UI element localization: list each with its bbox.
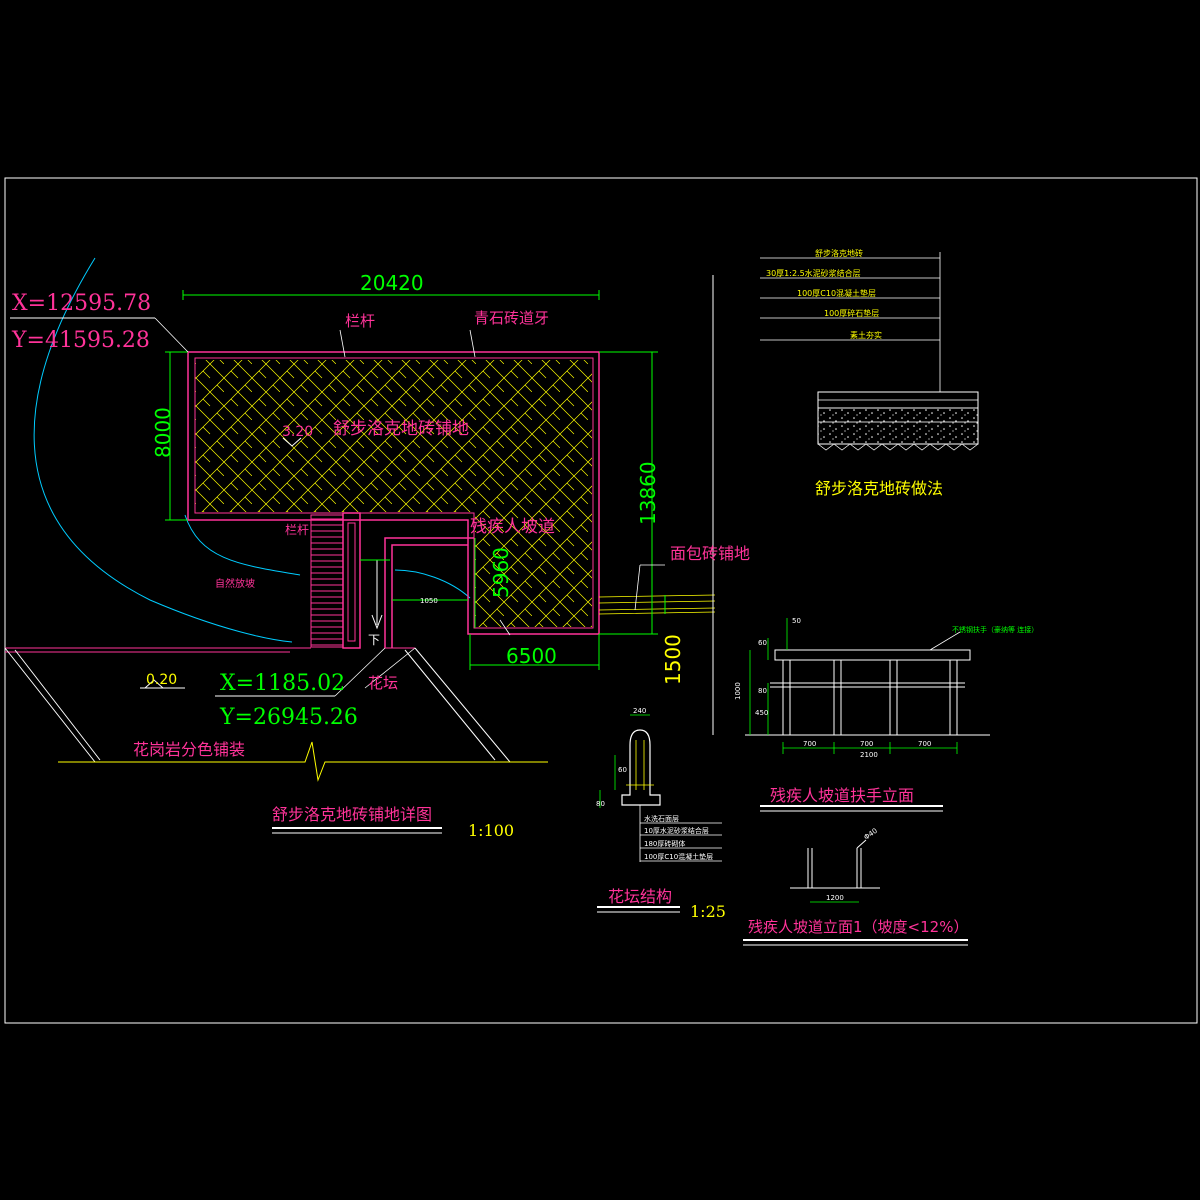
planter-scale: 1:25 bbox=[690, 902, 726, 921]
ramp-elevation: 1200 Φ40 残疾人坡道立面1（坡度<12%） bbox=[743, 827, 968, 946]
planter-dim-top: 240 bbox=[633, 707, 646, 715]
elev-triangle-top bbox=[282, 437, 302, 447]
planter-structure: 240 60 80 水洗石面层 10厚水泥砂浆结合层 180厚砖砌体 100厚C… bbox=[596, 707, 726, 921]
handrail-total: 2100 bbox=[860, 751, 878, 759]
dim-bottom: 6500 bbox=[506, 644, 557, 668]
dim-path: 1500 bbox=[661, 634, 685, 685]
ramp-dim-width: 1200 bbox=[826, 894, 844, 902]
ramp-title: 残疾人坡道立面1（坡度<12%） bbox=[748, 918, 968, 936]
paving-area bbox=[195, 360, 592, 627]
planter-title: 花坛结构 bbox=[608, 887, 672, 906]
plan-scale: 1:100 bbox=[468, 821, 514, 840]
paving-section: 舒步洛克地砖 30厚1:2.5水泥砂浆结合层 100厚C10混凝土垫层 100厚… bbox=[760, 248, 979, 498]
slope-curve-inner bbox=[184, 514, 301, 576]
stairs bbox=[310, 514, 344, 648]
section-layer-2: 30厚1:2.5水泥砂浆结合层 bbox=[766, 268, 861, 278]
planter-layer-3: 180厚砖砌体 bbox=[644, 839, 685, 848]
paving-outline-inner bbox=[194, 357, 594, 629]
planter-profile bbox=[621, 729, 661, 806]
dim-height-left: 8000 bbox=[151, 407, 175, 458]
label-elevation-bottom: 0.20 bbox=[146, 672, 177, 688]
handrail-span-3: 700 bbox=[918, 740, 931, 748]
handrail-title: 残疾人坡道扶手立面 bbox=[770, 786, 914, 805]
coord-bottom-y: Y=26945.26 bbox=[219, 705, 358, 730]
handrail-note: 不锈钢扶手（豪纳等 连接） bbox=[952, 625, 1038, 634]
label-railing: 栏杆 bbox=[345, 312, 375, 330]
handrail-dim-low: 450 bbox=[755, 709, 768, 717]
handrail-span-1: 700 bbox=[803, 740, 816, 748]
planter-dim-base: 80 bbox=[596, 800, 605, 808]
label-ramp: 残疾人坡道 bbox=[470, 517, 555, 537]
planter-layer-1: 水洗石面层 bbox=[644, 814, 679, 823]
label-curb: 青石砖道牙 bbox=[474, 309, 549, 327]
section-layer-3: 100厚C10混凝土垫层 bbox=[797, 288, 876, 298]
section-layer-5: 素土夯实 bbox=[850, 330, 882, 340]
road-diagonal-left bbox=[4, 647, 101, 763]
coord-top-x: X=12595.78 bbox=[12, 291, 151, 316]
label-down: 下 bbox=[368, 633, 380, 647]
label-granite: 花岗岩分色铺装 bbox=[133, 740, 245, 759]
handrail-dim-a: 50 bbox=[792, 617, 801, 625]
planter-dim-side: 60 bbox=[618, 766, 627, 774]
dim-width: 20420 bbox=[360, 271, 424, 295]
ramp-curve bbox=[394, 569, 471, 599]
coord-top-y: Y=41595.28 bbox=[11, 328, 150, 353]
plan-title: 舒步洛克地砖铺地详图 bbox=[272, 805, 432, 824]
section-layer-4: 100厚碎石垫层 bbox=[824, 308, 879, 318]
planter-wall bbox=[342, 512, 361, 649]
site-plan: X=12595.78 Y=41595.28 20420 8000 13860 5… bbox=[4, 257, 750, 840]
handrail-dim-b: 60 bbox=[758, 639, 767, 647]
label-elevation-top: 3.20 bbox=[282, 424, 313, 440]
label-railing-2: 栏杆 bbox=[285, 522, 309, 537]
dim-ramp-small: 1050 bbox=[420, 597, 438, 605]
label-paving: 舒步洛克地砖铺地 bbox=[333, 419, 469, 439]
handrail-span-2: 700 bbox=[860, 740, 873, 748]
section-layer-1: 舒步洛克地砖 bbox=[815, 248, 863, 258]
granite-line bbox=[58, 741, 548, 782]
elev-triangle-bottom bbox=[144, 679, 164, 689]
road-diagonal-right bbox=[404, 647, 511, 763]
dimension-lines bbox=[165, 290, 666, 670]
ramp-dim-tag: Φ40 bbox=[863, 827, 879, 842]
planter-inner bbox=[347, 522, 356, 642]
drawing-frame bbox=[4, 177, 1198, 1024]
ramp-outline bbox=[384, 537, 474, 648]
label-slope: 自然放坡 bbox=[215, 577, 255, 590]
handrail-dim-mid: 80 bbox=[758, 687, 767, 695]
planter-layer-4: 100厚C10混凝土垫层 bbox=[644, 852, 713, 861]
ramp-arrowhead bbox=[371, 614, 383, 630]
coord-bottom-x: X=1185.02 bbox=[220, 671, 345, 696]
handrail-elevation: 不锈钢扶手（豪纳等 连接） 50 60 1000 80 450 700 700 … bbox=[734, 617, 1038, 812]
section-title: 舒步洛克地砖做法 bbox=[815, 479, 943, 498]
handrail-dim-total: 1000 bbox=[734, 682, 742, 700]
leader-lines bbox=[154, 317, 665, 697]
slope-curve-outer bbox=[33, 257, 293, 643]
path-lines bbox=[598, 594, 716, 615]
dim-height-right: 13860 bbox=[636, 461, 660, 525]
dim-ramp: 5960 bbox=[489, 547, 513, 598]
label-bread-brick: 面包砖铺地 bbox=[670, 544, 750, 563]
label-planter: 花坛 bbox=[368, 674, 398, 692]
road-edge bbox=[5, 647, 311, 653]
planter-layer-2: 10厚水泥砂浆结合层 bbox=[644, 826, 709, 835]
